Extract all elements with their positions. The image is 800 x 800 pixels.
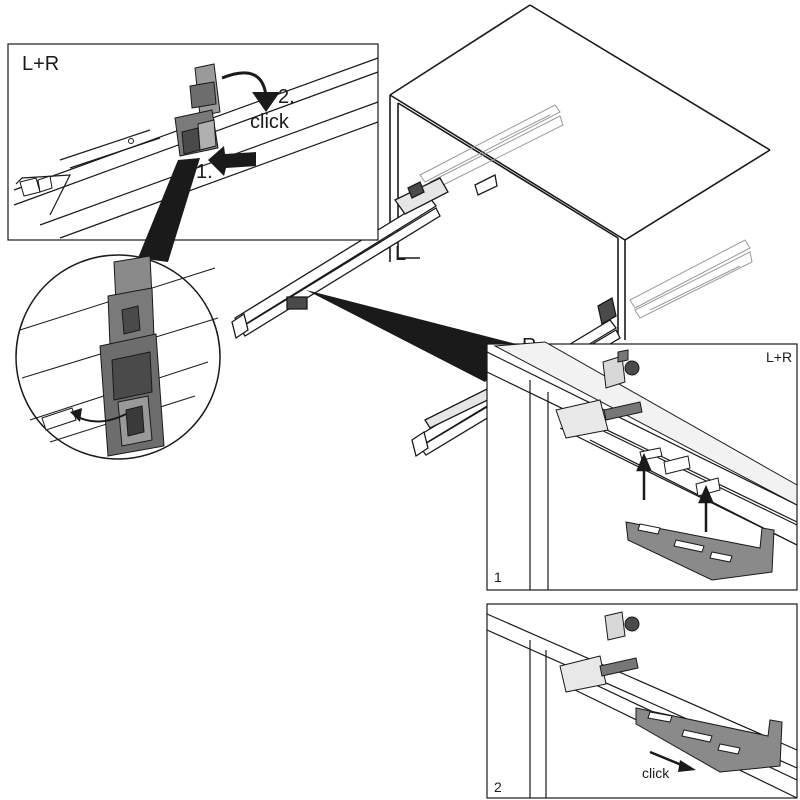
step-1-label: 1. <box>196 161 213 183</box>
locking-plate <box>625 521 775 581</box>
clip-enlarged <box>99 255 165 457</box>
panel-number-1: 1 <box>494 569 502 585</box>
right-top-panel: L+R 1 <box>486 341 798 591</box>
callout-cone-circle <box>138 158 200 262</box>
left-runner-label: L <box>395 243 406 265</box>
push-arrow <box>208 146 256 176</box>
front-clip-small <box>174 63 221 157</box>
right-top-tag: L+R <box>766 349 792 365</box>
right-bottom-panel: click 2 <box>486 603 798 799</box>
insert-arrows <box>636 452 714 532</box>
locking-plate-installed <box>635 707 783 773</box>
rotate-arrow <box>221 71 268 97</box>
cabinet <box>389 4 771 340</box>
top-left-tag: L+R <box>22 53 59 75</box>
magnifier-circle <box>15 254 221 460</box>
back-runner-lower <box>629 239 753 319</box>
height-adjuster-2 <box>604 611 640 641</box>
left-runner <box>231 174 498 340</box>
click-label-bottom: click <box>642 765 670 781</box>
slide-arrow <box>649 750 685 768</box>
height-adjuster <box>602 349 640 389</box>
step-2-label: 2. <box>278 86 295 108</box>
panel-number-2: 2 <box>494 779 502 795</box>
callout-cone-right <box>306 290 520 382</box>
top-left-panel: L+R 2. click 1. <box>7 43 379 241</box>
click-label-top: click <box>250 111 290 133</box>
